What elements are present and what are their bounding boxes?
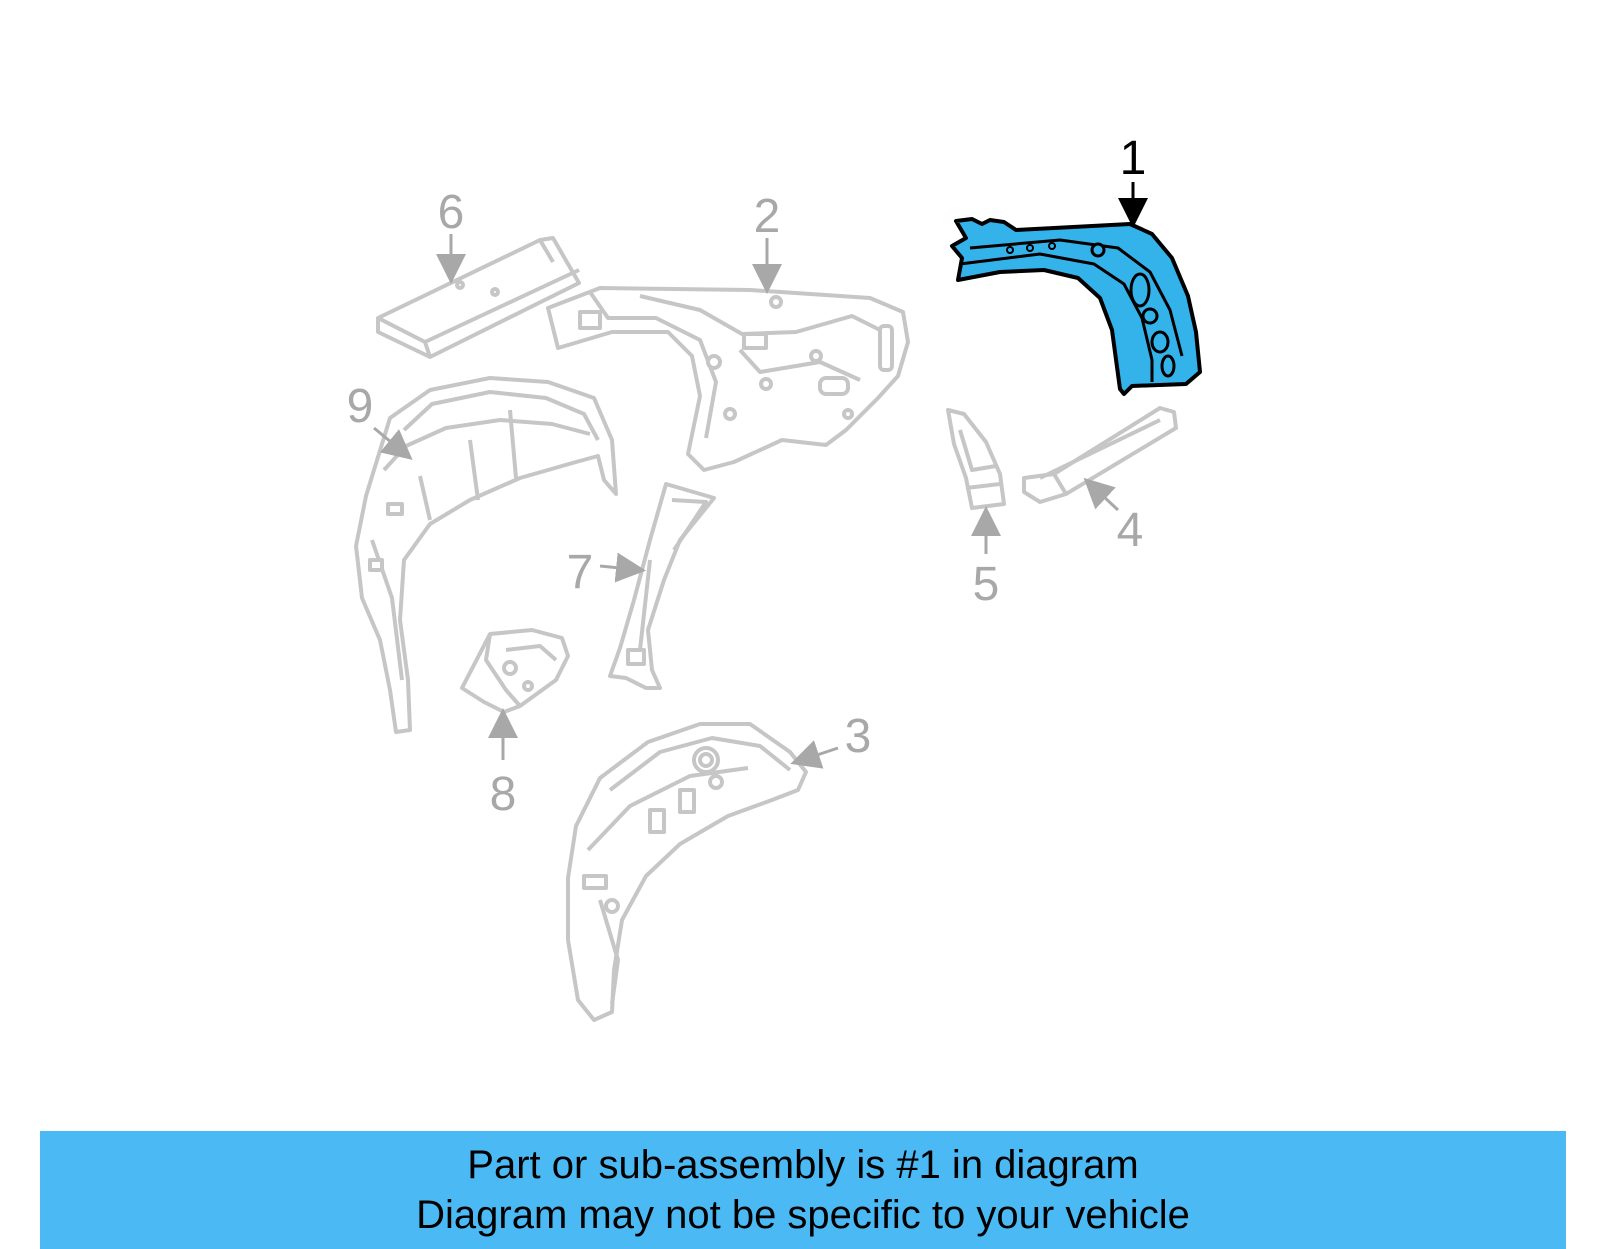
part-5-small-bracket[interactable] bbox=[946, 408, 1006, 510]
callout-7: 7 bbox=[567, 546, 594, 599]
callout-5: 5 bbox=[973, 558, 1000, 611]
callout-9: 9 bbox=[347, 380, 374, 433]
info-banner: Part or sub-assembly is #1 in diagram Di… bbox=[40, 1131, 1566, 1249]
leader-arrows bbox=[373, 182, 1148, 769]
banner-line-1: Part or sub-assembly is #1 in diagram bbox=[467, 1143, 1139, 1187]
callout-4: 4 bbox=[1117, 504, 1144, 557]
part-2-quarter-inner-panel[interactable] bbox=[546, 286, 910, 472]
part-7-pillar[interactable] bbox=[608, 482, 716, 690]
part-3-inner-wheelhouse[interactable] bbox=[566, 722, 808, 1022]
callout-1: 1 bbox=[1120, 132, 1147, 185]
leader-9 bbox=[373, 426, 413, 460]
leader-3 bbox=[790, 740, 839, 769]
part-1-highlighted-reinforcement[interactable] bbox=[950, 217, 1202, 396]
part-4-gusset[interactable] bbox=[1022, 406, 1178, 504]
banner-line-2: Diagram may not be specific to your vehi… bbox=[416, 1193, 1190, 1237]
callout-2: 2 bbox=[754, 190, 781, 243]
callout-3: 3 bbox=[845, 710, 872, 763]
part-8-bracket[interactable] bbox=[460, 628, 570, 714]
callout-numbers: 1 2 3 4 5 6 7 8 9 bbox=[347, 132, 1147, 821]
part-6-rail[interactable] bbox=[376, 236, 581, 359]
callout-8: 8 bbox=[490, 768, 517, 821]
parts-diagram: 1 2 3 4 5 6 7 8 9 bbox=[347, 132, 1202, 1022]
leader-4 bbox=[1083, 477, 1120, 512]
callout-6: 6 bbox=[438, 186, 465, 239]
leader-7 bbox=[599, 552, 646, 583]
